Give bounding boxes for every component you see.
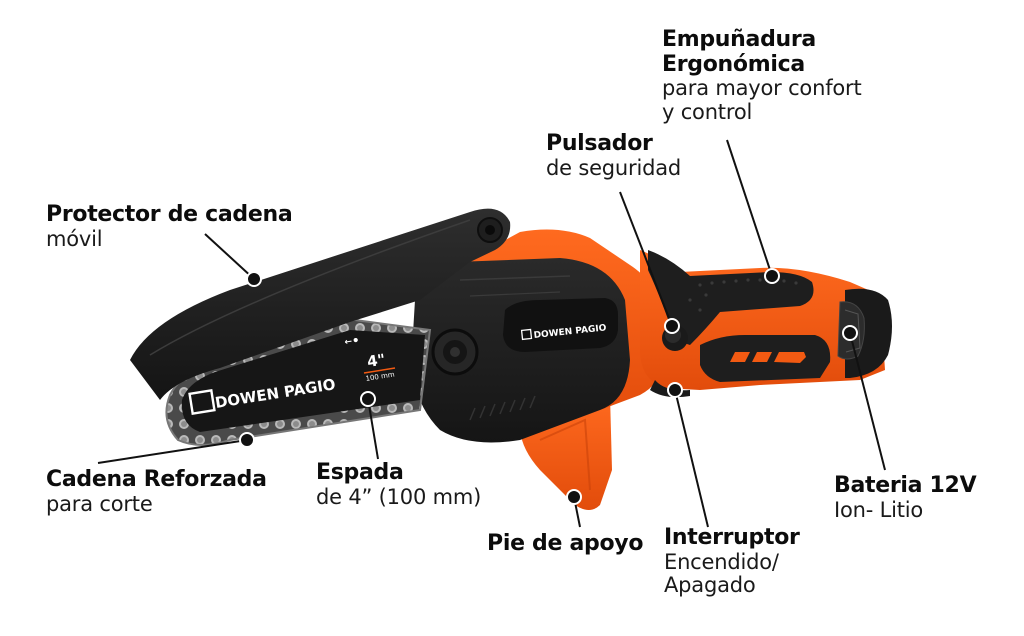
dot-battery [842, 325, 858, 341]
callout-subtitle: de seguridad [546, 155, 682, 180]
dot-safety [664, 318, 680, 334]
callout-support-foot: Pie de apoyo [487, 531, 644, 557]
callout-title: Protector de cadena [46, 202, 293, 227]
callout-subtitle: móvil [46, 226, 103, 251]
callout-ergonomic-grip: Empuñadura Ergonómica para mayor confort… [662, 27, 862, 124]
callout-title: Pie de apoyo [487, 531, 644, 556]
callout-title: Pulsador [546, 131, 653, 156]
callout-reinforced-chain: Cadena Reforzada para corte [46, 467, 267, 516]
dot-foot [566, 489, 582, 505]
callout-subtitle: Apagado [664, 573, 756, 598]
callout-safety-button: Pulsador de seguridad [546, 131, 682, 180]
dot-guard [246, 271, 262, 287]
callout-title: Interruptor [664, 525, 800, 550]
callout-subtitle: de 4” (100 mm) [316, 484, 482, 509]
dot-switch [667, 382, 683, 398]
callout-subtitle: y control [662, 99, 753, 124]
callout-chain-guard: Protector de cadena móvil [46, 202, 293, 251]
callout-subtitle: Encendido/ [664, 549, 779, 574]
callout-subtitle: para mayor confort [662, 76, 862, 101]
callout-subtitle: Ion- Litio [834, 497, 924, 522]
chain-guard [130, 208, 511, 400]
callout-battery: Bateria 12V Ion- Litio [834, 473, 977, 522]
dot-bar [360, 391, 376, 407]
callout-title: Empuñadura [662, 27, 816, 52]
callout-title: Cadena Reforzada [46, 467, 267, 492]
leader-dots [239, 268, 858, 505]
dot-grip [764, 268, 780, 284]
svg-text:←⚫: ←⚫ [344, 336, 360, 348]
callout-power-switch: Interruptor Encendido/ Apagado [664, 525, 800, 598]
callout-title: Espada [316, 460, 404, 485]
dot-chain [239, 432, 255, 448]
callout-subtitle: para corte [46, 491, 153, 516]
callout-guide-bar: Espada de 4” (100 mm) [316, 460, 482, 509]
svg-text:4": 4" [366, 350, 387, 371]
vent-slots [730, 352, 806, 363]
leader-lines [97, 139, 886, 528]
callout-title: Bateria 12V [834, 473, 977, 498]
bar-size-marking: 4" 100 mm ←⚫ [344, 336, 395, 383]
callout-title: Ergonómica [662, 51, 805, 77]
guide-bar [181, 330, 425, 432]
